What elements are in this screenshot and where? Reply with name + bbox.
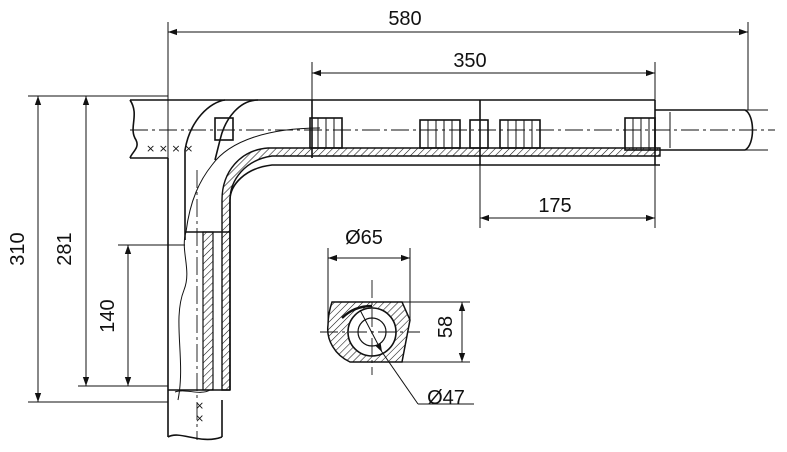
cross-section — [320, 280, 420, 375]
cross-marks-bottom: × × — [193, 401, 206, 423]
dim-58: 58 — [435, 316, 457, 338]
dim-580: 580 — [388, 8, 421, 30]
dim-350: 350 — [453, 50, 486, 72]
dim-281: 281 — [54, 232, 76, 265]
dim-175: 175 — [538, 195, 571, 217]
dimension-lines — [28, 22, 749, 405]
dimension-labels: 580 350 175 310 281 140 Ø65 Ø47 58 — [7, 8, 572, 409]
dim-140: 140 — [97, 299, 119, 332]
pipe-body: × × × × × × — [129, 99, 775, 441]
dim-dia-47: Ø47 — [427, 387, 465, 409]
cross-marks-top: × × × × — [146, 142, 193, 155]
pipe-rings — [214, 117, 656, 151]
dim-dia-65: Ø65 — [345, 227, 383, 249]
dim-310: 310 — [7, 232, 29, 265]
